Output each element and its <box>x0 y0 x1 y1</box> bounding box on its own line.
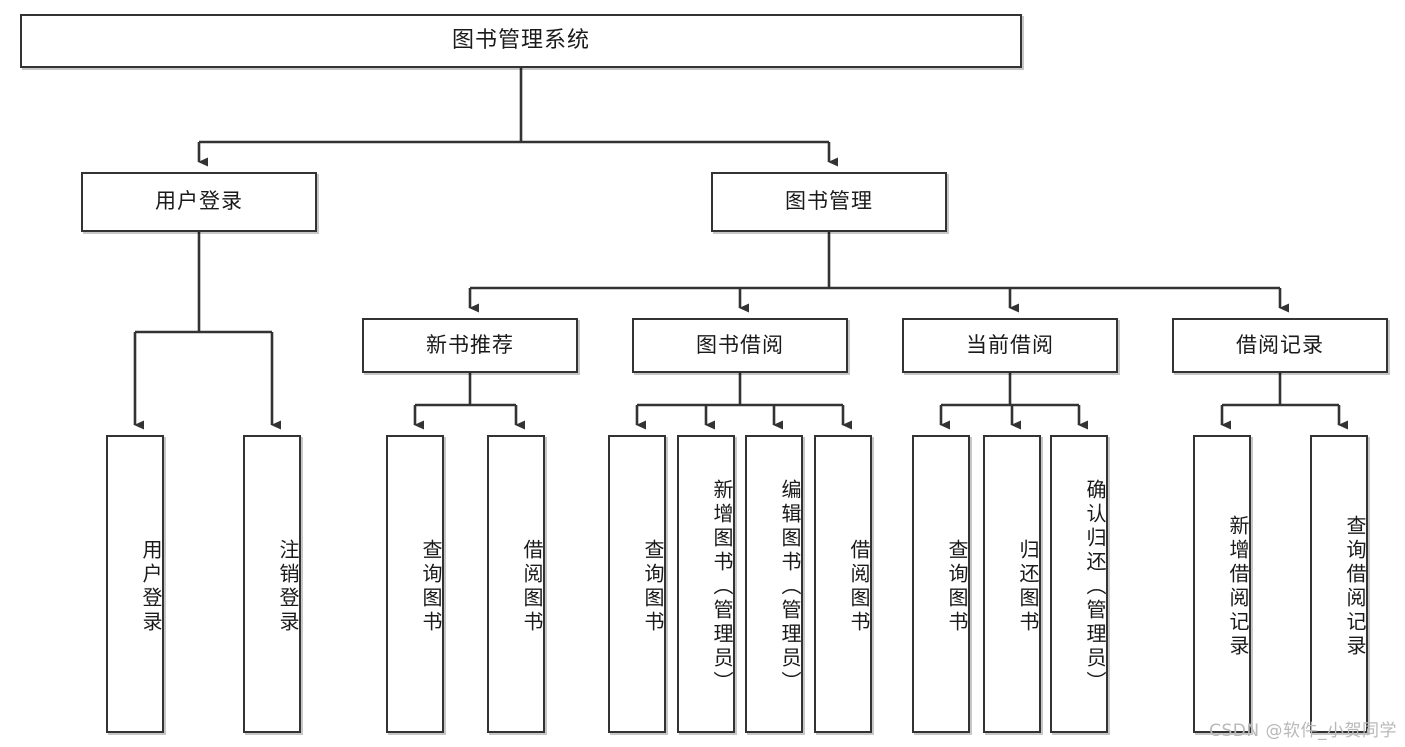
node-current[interactable]: 当前借阅 <box>902 318 1118 373</box>
node-login[interactable]: 用户登录 <box>81 172 317 232</box>
node-label: 新增图书（管理员） <box>710 479 734 695</box>
node-l2[interactable]: 注销登录 <box>243 435 301 733</box>
node-l6[interactable]: 新增图书（管理员） <box>677 435 735 733</box>
node-label: 查询图书 <box>641 539 665 635</box>
node-label: 图书管理系统 <box>451 27 590 53</box>
node-newbook[interactable]: 新书推荐 <box>362 318 578 373</box>
node-label: 编辑图书（管理员） <box>778 479 802 695</box>
node-l13[interactable]: 查询借阅记录 <box>1310 435 1368 733</box>
node-label: 用户登录 <box>139 539 163 635</box>
node-label: 借阅记录 <box>1236 332 1324 357</box>
node-label: 新书推荐 <box>426 332 514 357</box>
node-l9[interactable]: 查询图书 <box>912 435 970 733</box>
node-records[interactable]: 借阅记录 <box>1172 318 1388 373</box>
node-l7[interactable]: 编辑图书（管理员） <box>745 435 803 733</box>
node-label: 图书借阅 <box>696 332 784 357</box>
node-l8[interactable]: 借阅图书 <box>814 435 872 733</box>
watermark: CSDN @软件_小贺同学 <box>1209 721 1397 741</box>
node-label: 确认归还（管理员） <box>1083 479 1107 695</box>
node-borrow[interactable]: 图书借阅 <box>632 318 848 373</box>
node-l10[interactable]: 归还图书 <box>983 435 1041 733</box>
node-label: 查询借阅记录 <box>1343 515 1367 659</box>
node-l5[interactable]: 查询图书 <box>608 435 666 733</box>
node-label: 图书管理 <box>785 189 873 214</box>
node-label: 当前借阅 <box>966 332 1054 357</box>
node-l12[interactable]: 新增借阅记录 <box>1193 435 1251 733</box>
node-label: 注销登录 <box>276 539 300 635</box>
node-l1[interactable]: 用户登录 <box>106 435 164 733</box>
node-label: 新增借阅记录 <box>1226 515 1250 659</box>
node-l3[interactable]: 查询图书 <box>386 435 444 733</box>
node-l4[interactable]: 借阅图书 <box>487 435 545 733</box>
node-bookmgmt[interactable]: 图书管理 <box>711 172 947 232</box>
node-label: 借阅图书 <box>520 539 544 635</box>
node-label: 查询图书 <box>945 539 969 635</box>
node-label: 借阅图书 <box>847 539 871 635</box>
node-label: 归还图书 <box>1016 539 1040 635</box>
node-label: 查询图书 <box>419 539 443 635</box>
node-root[interactable]: 图书管理系统 <box>20 14 1022 68</box>
node-label: 用户登录 <box>155 189 243 214</box>
node-l11[interactable]: 确认归还（管理员） <box>1050 435 1108 733</box>
